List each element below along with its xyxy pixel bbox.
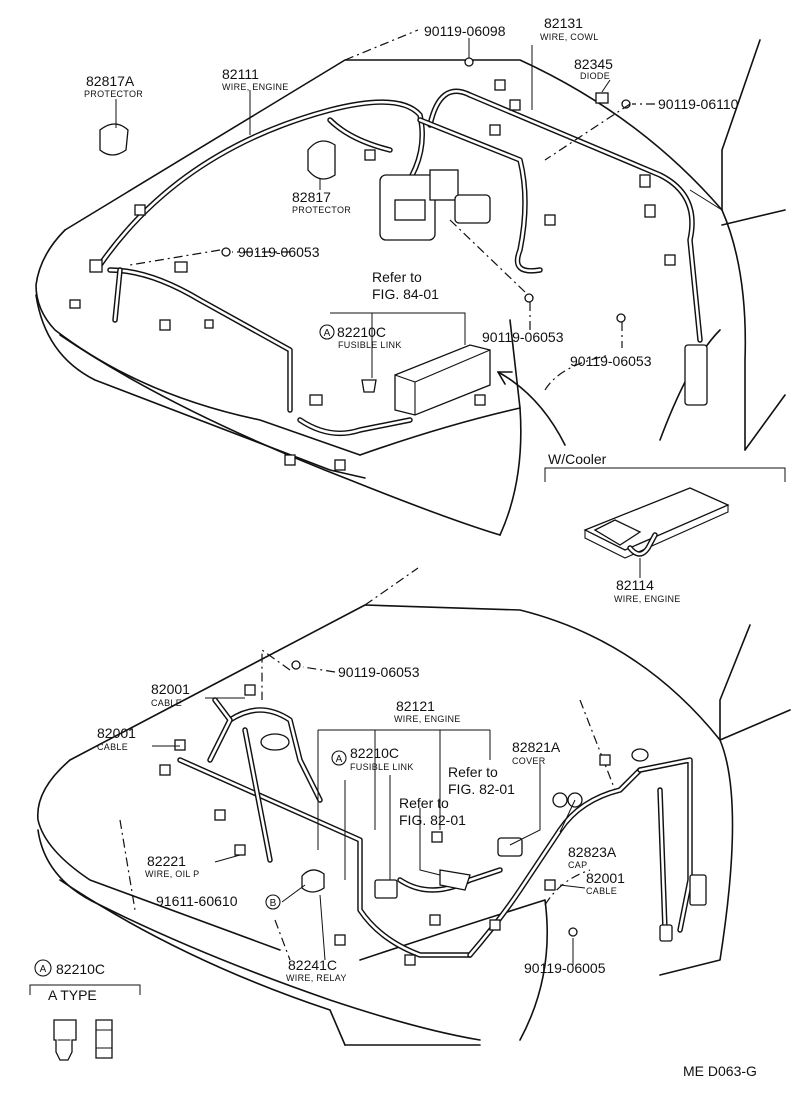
ref-82-01-a-line1: Refer to [448,764,498,780]
label-82817-sub: PROTECTOR [292,205,351,215]
label-82241c-pn: 82241C [288,957,337,973]
lower-body-outline [37,567,791,1046]
upper-body-outline [35,29,786,536]
legend-pn: 82210C [56,961,105,977]
label-82817-pn: 82817 [292,189,331,205]
label-82001-a-sub: CABLE [151,698,182,708]
label-82210c-a-pn: 82210C [337,324,386,340]
label-82121-sub: WIRE, ENGINE [394,714,461,724]
marker-a-lower: A [336,754,343,765]
label-82114-pn: 82114 [616,577,654,593]
marker-a-circle-lower [331,750,347,766]
label-90119-06098: 90119-06098 [424,23,506,39]
lower-leaders [152,648,586,965]
label-90119-06005: 90119-06005 [524,960,606,976]
label-82001-b-sub: CABLE [97,742,128,752]
label-82001-b-pn: 82001 [97,725,136,741]
ref-82-01-b-line1: Refer to [399,795,449,811]
upper-harness [69,57,708,471]
label-82345-sub: DIODE [580,71,610,81]
label-82821a-pn: 82821A [512,739,561,755]
label-82131-pn: 82131 [544,15,583,31]
legend-a-type [29,984,141,1061]
label-90119-06110: 90119-06110 [658,96,739,112]
label-82817a-pn: 82817A [86,73,135,89]
label-90119-06053-b: 90119-06053 [482,329,564,345]
ref-82-01-b-line2: FIG. 82-01 [399,812,466,828]
label-82111-pn: 82111 [222,66,259,82]
upper-leaders [115,38,723,378]
label-90119-06053-a: 90119-06053 [238,244,320,260]
label-82221-sub: WIRE, OIL P [145,869,199,879]
wcooler-title: W/Cooler [548,451,607,467]
marker-a-upper: A [324,328,331,339]
callouts: 82817A PROTECTOR 82111 WIRE, ENGINE 9011… [34,15,757,1079]
label-82121-pn: 82121 [396,698,435,714]
label-82241c-sub: WIRE, RELAY [286,973,347,983]
marker-b: B [270,898,277,909]
marker-a-circle-legend [34,959,52,977]
label-82210c-b-pn: 82210C [350,745,399,761]
label-82817a-sub: PROTECTOR [84,89,143,99]
label-82823a-sub: CAP [568,860,587,870]
label-82221-pn: 82221 [147,853,186,869]
label-82345-pn: 82345 [574,56,613,72]
label-90119-06053-d: 90119-06053 [338,664,420,680]
label-82823a-pn: 82823A [568,844,617,860]
label-82821a-sub: COVER [512,756,546,766]
ref-84-01-line1: Refer to [372,269,422,285]
marker-b-circle [265,894,281,910]
label-82114-sub: WIRE, ENGINE [614,594,681,604]
legend-type: A TYPE [48,987,97,1003]
ref-82-01-a-line2: FIG. 82-01 [448,781,515,797]
lower-harness [159,660,707,966]
label-82210c-a-sub: FUSIBLE LINK [338,340,402,350]
label-82111-sub: WIRE, ENGINE [222,82,289,92]
label-91611-60610: 91611-60610 [156,893,238,909]
label-82210c-b-sub: FUSIBLE LINK [350,762,414,772]
diagram-code: ME D063-G [683,1063,757,1079]
marker-a-circle-upper [319,324,335,340]
label-90119-06053-c: 90119-06053 [570,353,652,369]
label-82001-a-pn: 82001 [151,681,190,697]
wcooler-inset [544,467,786,578]
ref-84-01-line2: FIG. 84-01 [372,286,439,302]
label-82001-c-pn: 82001 [586,870,625,886]
label-82131-sub: WIRE, COWL [540,32,599,42]
label-82001-c-sub: CABLE [586,886,617,896]
marker-a-legend: A [40,964,47,975]
